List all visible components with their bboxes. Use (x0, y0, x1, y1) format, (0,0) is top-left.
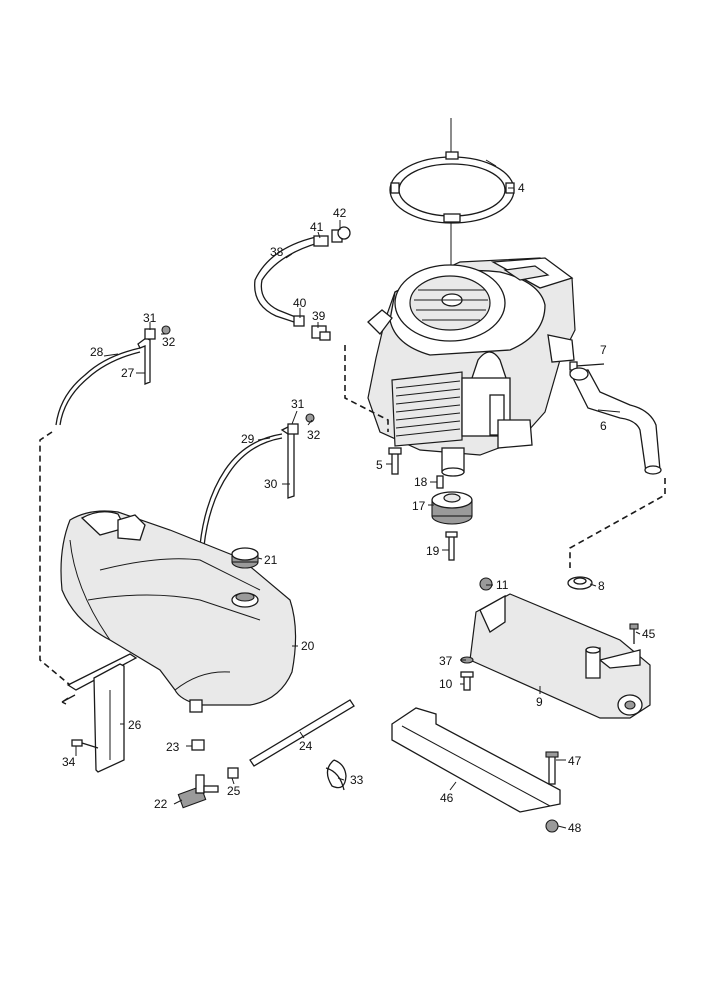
part-23-fitting (191, 739, 205, 751)
part-5-bolt (388, 447, 402, 475)
tank-filler-neck (231, 592, 259, 608)
callout-45: 45 (642, 627, 656, 641)
part-27-bracket (137, 337, 151, 385)
callout-17: 17 (412, 499, 426, 513)
callout-5: 5 (376, 458, 383, 472)
callout-41: 41 (310, 220, 324, 234)
part-6-exhaust-pipe (569, 367, 662, 475)
part-8-gasket-clamp (567, 576, 593, 590)
callout-46: 46 (440, 791, 454, 805)
callout-27: 27 (121, 366, 135, 380)
callout-30: 30 (264, 477, 278, 491)
callout-19: 19 (426, 544, 440, 558)
part-47-bolt (545, 751, 559, 785)
part-11-nut (479, 577, 493, 591)
callout-labels: 4 42 41 38 40 39 31 32 28 27 7 6 31 32 2… (62, 181, 656, 835)
part-40-clamp (293, 315, 305, 327)
part-32-nut-b (305, 413, 315, 423)
callout-34: 34 (62, 755, 76, 769)
callout-22: 22 (154, 797, 168, 811)
part-31-clip-a (144, 328, 156, 340)
part-10-bolt (460, 671, 474, 691)
part-48-nut (545, 819, 559, 833)
callout-28: 28 (90, 345, 104, 359)
dashed-connector-exhaust (569, 478, 666, 568)
mount-arrow (61, 694, 76, 705)
part-33-hose-clamp (325, 759, 347, 791)
callout-37: 37 (439, 654, 453, 668)
part-18-key (436, 475, 444, 489)
part-30-bracket (280, 425, 295, 499)
part-22-fuel-filter (177, 774, 219, 809)
callout-10: 10 (439, 677, 453, 691)
part-25-clamp (227, 767, 239, 779)
callout-32-lower: 32 (307, 428, 321, 442)
callout-26: 26 (128, 718, 142, 732)
callout-6: 6 (600, 419, 607, 433)
callout-24: 24 (299, 739, 313, 753)
part-42-shutoff-valve (331, 226, 351, 243)
callout-20: 20 (301, 639, 315, 653)
part-39-fitting (311, 325, 331, 341)
part-4-shroud-ring (389, 151, 515, 224)
callout-25: 25 (227, 784, 241, 798)
callout-9: 9 (536, 695, 543, 709)
callout-42: 42 (333, 206, 347, 220)
part-45-screw (629, 623, 639, 644)
dashed-connector-cable-tank (39, 431, 71, 686)
callout-11: 11 (496, 578, 509, 592)
callout-29: 29 (241, 432, 255, 446)
callout-47: 47 (568, 754, 582, 768)
part-32-nut-a (161, 325, 171, 335)
callout-38: 38 (270, 245, 284, 259)
part-28-cable (55, 347, 141, 426)
part-26-tank-bracket (66, 653, 138, 773)
callout-7: 7 (600, 343, 607, 357)
part-17-pulley (431, 491, 473, 525)
part-21-fuel-cap (231, 547, 259, 569)
part-38-fuel-line (254, 236, 319, 326)
part-24-fuel-hose (249, 699, 355, 767)
leader-lines (75, 187, 641, 829)
callout-32-upper: 32 (162, 335, 176, 349)
part-46-heat-shield (391, 707, 561, 813)
part-19-bolt (445, 531, 458, 561)
callout-23: 23 (166, 740, 180, 754)
callout-48: 48 (568, 821, 582, 835)
callout-18: 18 (414, 475, 428, 489)
callout-8: 8 (598, 579, 605, 593)
part-41-fitting (313, 235, 329, 247)
engine-assembly (367, 257, 576, 477)
callout-39: 39 (312, 309, 326, 323)
callout-21: 21 (264, 553, 278, 567)
part-34-bolt (71, 739, 99, 749)
callout-33: 33 (350, 773, 364, 787)
callout-4: 4 (518, 181, 525, 195)
part-31-clip-b (287, 423, 299, 435)
callout-31-upper: 31 (143, 311, 157, 325)
callout-31-lower: 31 (291, 397, 305, 411)
callout-40: 40 (293, 296, 307, 310)
part-9-muffler (469, 593, 651, 719)
